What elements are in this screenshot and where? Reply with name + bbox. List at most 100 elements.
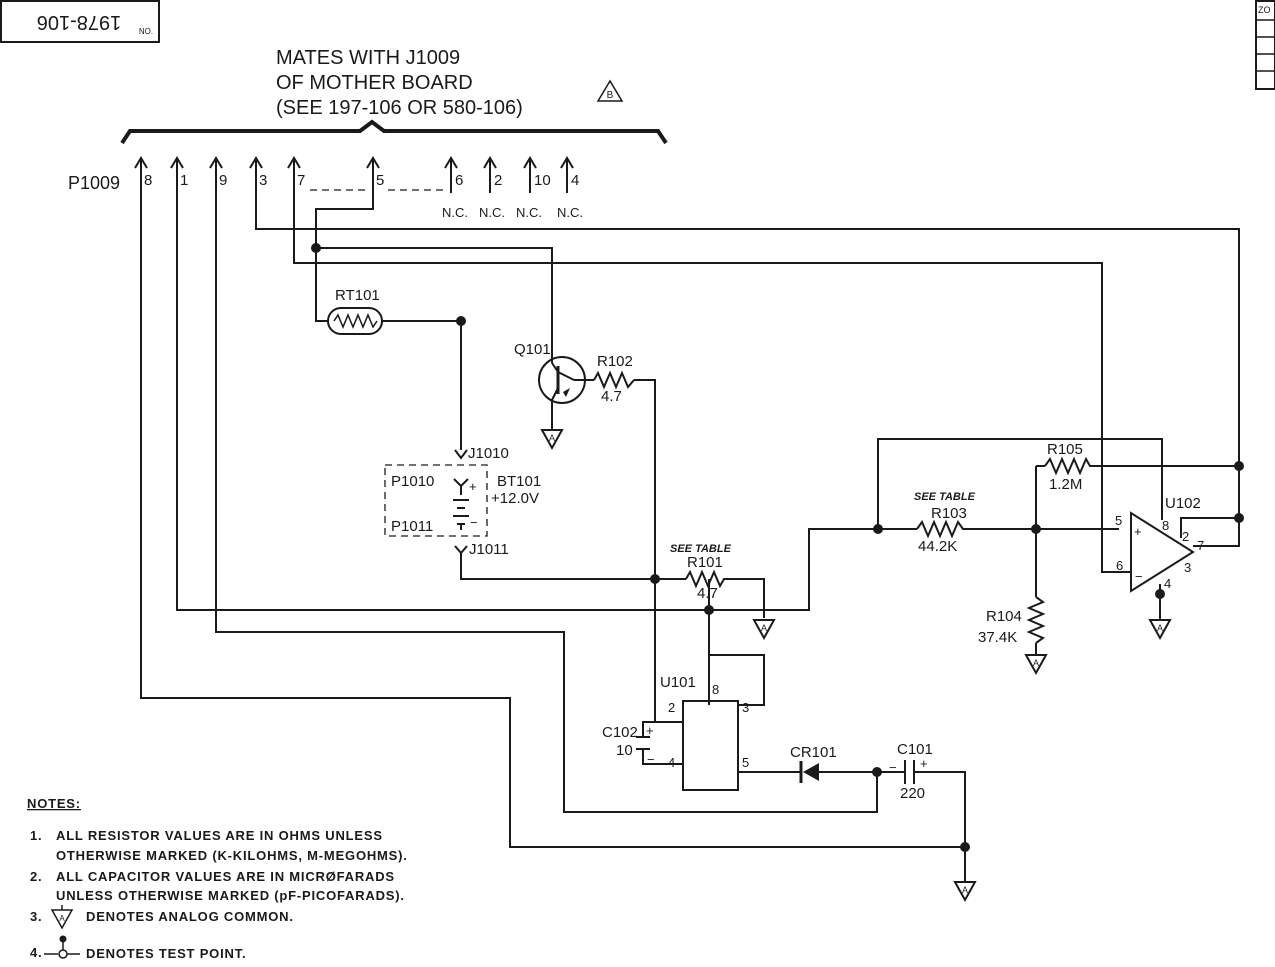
note-2-number: 2.: [30, 869, 42, 884]
r102-zigzag: [593, 370, 635, 390]
battery-block: J1010 P1010 P1011 + − J1011 BT101 +12.0V: [384, 445, 541, 558]
resistor-r102: R102 4.7: [593, 353, 635, 405]
junction-dot: [704, 605, 714, 615]
pin-3-label: 3: [259, 172, 267, 189]
u102-pin-5: 5: [1115, 513, 1122, 528]
ground-symbol-label: A: [1033, 658, 1039, 668]
analog-common-icon: A: [50, 905, 74, 930]
junction-dot: [960, 842, 970, 852]
wire-j1011-r101: [460, 558, 655, 580]
note-4-number: 4.: [30, 945, 42, 960]
ic-body: [682, 700, 739, 791]
note-1-number: 1.: [30, 828, 42, 843]
u101-pin-4: 4: [668, 755, 675, 770]
pin-1: 1: [170, 156, 188, 200]
bt101-minus-sign: −: [470, 515, 478, 530]
p1010-label: P1010: [391, 473, 434, 490]
grounds: A A A A A: [540, 429, 1172, 903]
j1011-arrow-icon: [454, 545, 468, 558]
r104-zigzag: [1026, 596, 1046, 644]
junction-dot: [873, 524, 883, 534]
r103-zigzag: [916, 519, 967, 539]
pin-8-label: 8: [144, 172, 152, 189]
rt101-label: RT101: [335, 287, 380, 304]
junction-dot: [1234, 513, 1244, 523]
j1010-arrow-icon: [454, 449, 468, 460]
notes-title: NOTES:: [27, 796, 81, 811]
junction-dot: [650, 574, 660, 584]
resistor-r104: R104 37.4K: [978, 596, 1046, 646]
thermistor-zigzag: [333, 313, 378, 329]
r101-see-table-note: SEE TABLE: [670, 543, 732, 555]
junction-dot: [1155, 589, 1165, 599]
note-ground-symbol-label: A: [59, 914, 65, 923]
opamp-body: [1130, 511, 1195, 593]
header-line-3: (SEE 197-106 OR 580-106): [276, 97, 523, 119]
header-brace: [120, 119, 668, 145]
pin-4-nc-label: N.C.: [557, 205, 583, 220]
pin-10-nc-label: N.C.: [516, 205, 542, 220]
pin-6: 6 N.C.: [442, 156, 468, 220]
zone-label: ZO: [1258, 5, 1271, 15]
pin-7: 7: [287, 156, 305, 200]
wire-c101-ground: [918, 771, 966, 882]
c102-plus-sign: +: [646, 723, 654, 738]
wire-pin9-cr101: [215, 200, 878, 813]
r105-value: 1.2M: [1049, 476, 1082, 493]
battery-enclosure: [384, 464, 488, 537]
resistor-r101: SEE TABLE R101 4.7: [670, 543, 732, 602]
analog-common-icon: A: [953, 881, 977, 903]
transistor-body: [538, 356, 586, 404]
u102-minus-sign: −: [1135, 569, 1143, 584]
c102-minus-sign: −: [647, 752, 655, 767]
opamp-u102: U102 + − 5 8 2 7 6 3 4: [1115, 495, 1204, 593]
wire-u102-pin8: [877, 438, 1163, 529]
junction-dot: [311, 243, 321, 253]
wire-q101-collector: [316, 247, 553, 363]
notes-block: NOTES: 1. ALL RESISTOR VALUES ARE IN OHM…: [27, 796, 407, 961]
junction-dot: [872, 767, 882, 777]
bt101-plus-sign: +: [469, 479, 477, 494]
header-note: MATES WITH J1009 OF MOTHER BOARD (SEE 19…: [120, 47, 668, 145]
revision-flag-label: B: [607, 90, 614, 101]
pin-6-label: 6: [455, 172, 463, 189]
pin-5-label: 5: [376, 172, 384, 189]
note-4-line-1: DENOTES TEST POINT.: [86, 946, 246, 961]
bt101-label: BT101: [497, 473, 541, 490]
note-3-number: 3.: [30, 909, 42, 924]
wire-r101-ground: [728, 578, 765, 618]
connector-p1009: P1009 8 1 9 3 7 5 6 N.C.: [68, 156, 583, 220]
analog-common-icon: A: [1024, 654, 1048, 676]
zone-strip: ZO: [1255, 0, 1275, 90]
pin-1-label: 1: [180, 172, 188, 189]
ground-symbol-label: A: [962, 885, 968, 895]
cr101-label: CR101: [790, 744, 837, 761]
u101-pin-8: 8: [712, 682, 719, 697]
c101-plus-sign: +: [920, 756, 928, 771]
r103-label: R103: [931, 505, 967, 522]
title-block: 1978-106 NO.: [0, 0, 160, 43]
u101-pin-2: 2: [668, 700, 675, 715]
junction-dot: [1031, 524, 1041, 534]
ground-symbol-label: A: [1157, 623, 1163, 633]
u101-pin-5: 5: [742, 755, 749, 770]
pin-7-label: 7: [297, 172, 305, 189]
wire-rt101-right: [382, 320, 462, 450]
wire-pin1-r103: [176, 200, 878, 611]
r104-label: R104: [986, 608, 1022, 625]
r104-value: 37.4K: [978, 629, 1017, 646]
u102-pin-3: 3: [1184, 560, 1191, 575]
u102-pin-4: 4: [1164, 576, 1171, 591]
plug-p1009-label: P1009: [68, 173, 120, 193]
junctions: [311, 243, 1244, 852]
document-number-suffix: NO.: [139, 27, 153, 36]
pin-2-label: 2: [494, 172, 502, 189]
pin-9: 9: [209, 156, 227, 200]
junction-dot: [456, 316, 466, 326]
bt101-value: +12.0V: [491, 490, 539, 507]
diode-cr101: CR101: [790, 744, 837, 783]
c102-label: C102: [602, 724, 638, 741]
wiring: [140, 200, 1240, 882]
thermistor-rt101: RT101: [327, 287, 383, 335]
